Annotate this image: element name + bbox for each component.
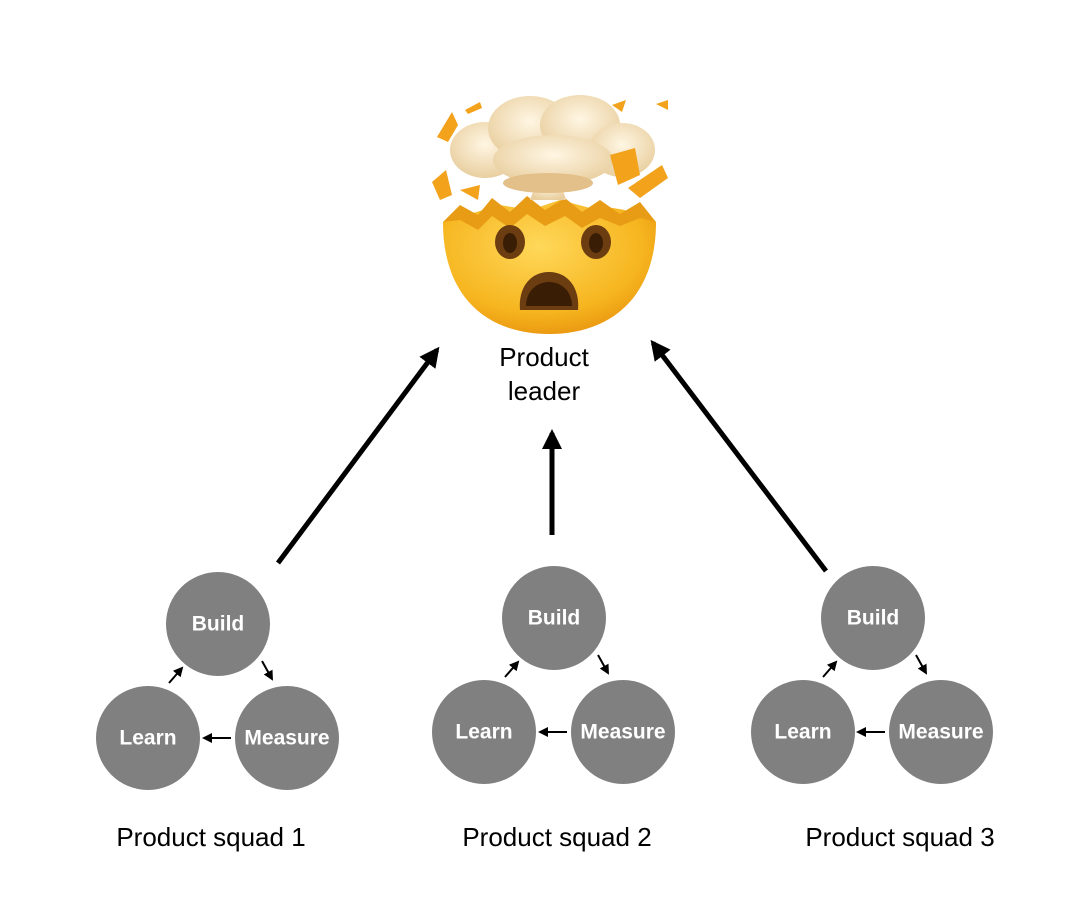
leader-label-line1: Product [499, 342, 589, 372]
measure-node [235, 686, 339, 790]
learn-node [96, 686, 200, 790]
arrow-learn-to-build [504, 660, 520, 678]
squad-3-cycle: Build Measure Learn [751, 566, 993, 784]
learn-node-label: Learn [119, 727, 176, 750]
learn-node-label: Learn [774, 721, 831, 744]
squad-2-cycle: Build Measure Learn [432, 566, 675, 784]
build-node-label: Build [847, 607, 900, 630]
exploding-head-icon [432, 95, 668, 334]
arrow-squad3-to-leader [650, 339, 828, 573]
learn-node [432, 680, 536, 784]
arrow-learn-to-build [168, 666, 184, 684]
build-node-label: Build [528, 607, 581, 630]
squad-1-cycle: Build Measure Learn [96, 572, 339, 790]
arrow-build-to-measure [597, 654, 609, 675]
measure-node-label: Measure [244, 727, 329, 750]
build-node [166, 572, 270, 676]
learn-node-label: Learn [455, 721, 512, 744]
squad-1-label: Product squad 1 [116, 822, 305, 852]
build-node [502, 566, 606, 670]
measure-node-label: Measure [580, 721, 665, 744]
arrow-build-to-measure [915, 654, 927, 675]
measure-node-label: Measure [898, 721, 983, 744]
arrow-build-to-measure [261, 660, 273, 681]
squad-2-label: Product squad 2 [462, 822, 651, 852]
squad-3-label: Product squad 3 [805, 822, 994, 852]
leader-label-line2: leader [508, 376, 581, 406]
build-node-label: Build [192, 613, 245, 636]
learn-node [751, 680, 855, 784]
arrow-learn-to-build [822, 660, 838, 678]
arrow-squad1-to-leader [275, 346, 440, 565]
measure-node [571, 680, 675, 784]
measure-node [889, 680, 993, 784]
build-node [821, 566, 925, 670]
